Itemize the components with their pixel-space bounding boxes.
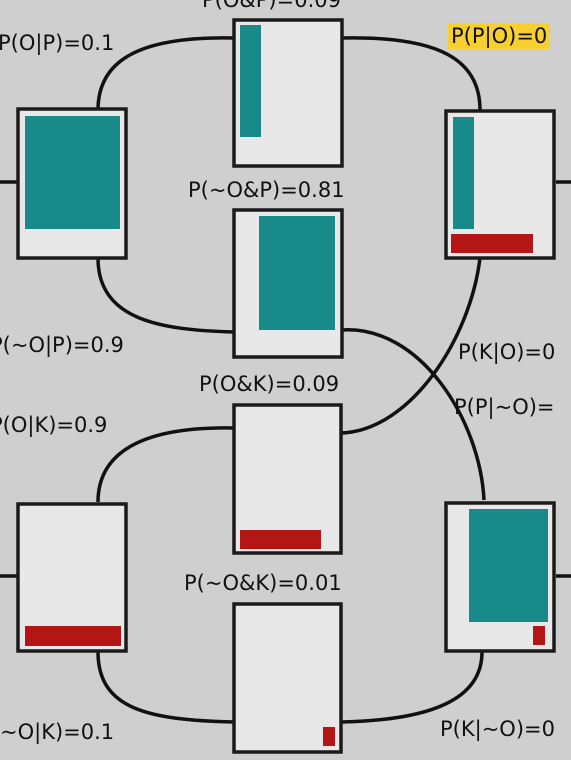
label-p-not-o-given-k: ~O|K)=0.1 [0, 720, 115, 744]
label-p-p-given-o: P(P|O)=0 [448, 23, 551, 49]
label-p-k-given-o: P(K|O)=0 [458, 340, 556, 364]
card-o-given-k [16, 502, 128, 653]
card-p-given-o [444, 109, 556, 260]
label-p-p-given-not-o: P(P|~O)= [454, 395, 555, 419]
label-p-o-given-p: P(O|P)=0.1 [0, 31, 115, 55]
card-p-given-not-o [444, 501, 556, 653]
label-p-o-given-k: P(O|K)=0.9 [0, 413, 108, 437]
connector-not-o-and-k-left [96, 651, 235, 724]
label-p-not-o-and-p: P(~O&P)=0.81 [188, 178, 345, 202]
card-o-given-p [16, 107, 128, 260]
connector-o-and-k-left [96, 426, 235, 503]
red-bar [323, 727, 335, 746]
connector-not-o-and-p-cross [341, 328, 486, 501]
label-p-o-and-p: P(O&P)=0.09 [202, 0, 341, 12]
teal-bar [469, 509, 548, 622]
teal-bar [259, 216, 335, 330]
teal-bar [453, 117, 474, 229]
red-bar [240, 530, 321, 549]
connector-o-and-k-cross [341, 257, 482, 435]
connector-not-o-and-p-left [96, 257, 235, 334]
connector-o-and-p-right [341, 36, 482, 111]
card-o-and-k [232, 403, 343, 555]
teal-bar [240, 25, 261, 137]
card-o-and-p [232, 18, 344, 168]
red-bar [533, 626, 545, 645]
red-bar [451, 234, 533, 253]
card-not-o-and-k [232, 602, 343, 754]
connector-not-o-and-k-right [341, 651, 484, 724]
connector-o-and-p-left [96, 36, 235, 111]
card-not-o-and-p [232, 208, 344, 359]
label-p-not-o-given-p: P(~O|P)=0.9 [0, 333, 124, 357]
label-p-not-o-and-k: P(~O&K)=0.01 [184, 571, 342, 595]
label-p-o-and-k: P(O&K)=0.09 [199, 372, 340, 396]
teal-bar [25, 116, 120, 229]
label-p-k-given-not-o: P(K|~O)=0 [440, 717, 555, 741]
red-bar [25, 626, 121, 646]
